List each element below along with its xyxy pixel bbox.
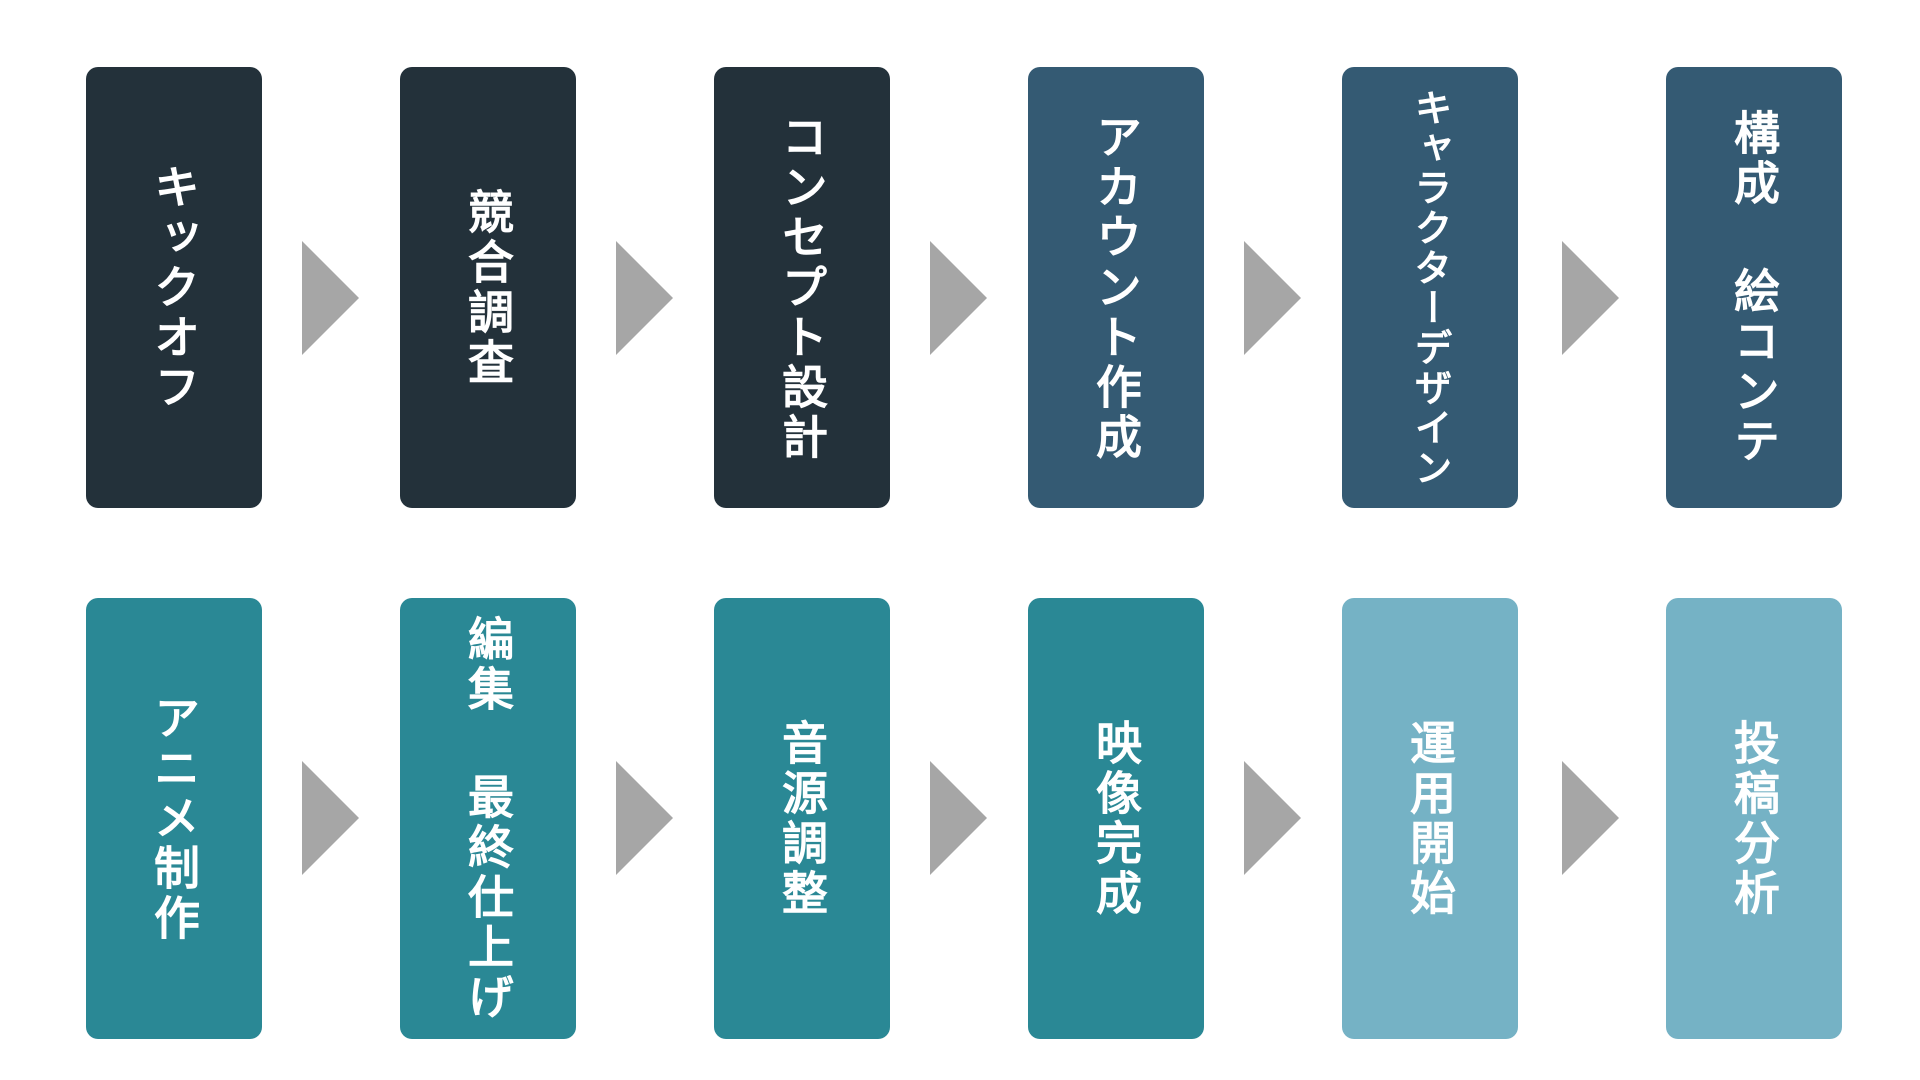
step-editing-finishing: 編集 最終仕上げ bbox=[400, 598, 576, 1039]
step-label: キックオフ bbox=[147, 162, 201, 413]
step-kickoff: キックオフ bbox=[86, 67, 262, 508]
step-label: キャラクターデザイン bbox=[1408, 87, 1452, 488]
step-account-creation: アカウント作成 bbox=[1028, 67, 1204, 508]
arrow-right-icon bbox=[302, 761, 359, 875]
step-label: 投稿分析 bbox=[1727, 718, 1781, 919]
step-label: 音源調整 bbox=[775, 718, 829, 919]
arrow-right-icon bbox=[1562, 241, 1619, 355]
step-concept-design: コンセプト設計 bbox=[714, 67, 890, 508]
step-video-complete: 映像完成 bbox=[1028, 598, 1204, 1039]
arrow-right-icon bbox=[302, 241, 359, 355]
step-operation-start: 運用開始 bbox=[1342, 598, 1518, 1039]
step-storyboard: 構成 絵コンテ bbox=[1666, 67, 1842, 508]
step-label: 構成 絵コンテ bbox=[1727, 108, 1781, 467]
arrow-right-icon bbox=[930, 761, 987, 875]
arrow-right-icon bbox=[616, 761, 673, 875]
step-label: 競合調査 bbox=[461, 187, 515, 388]
arrow-right-icon bbox=[1244, 241, 1301, 355]
step-label: アニメ制作 bbox=[147, 693, 201, 944]
arrow-right-icon bbox=[1562, 761, 1619, 875]
step-character-design: キャラクターデザイン bbox=[1342, 67, 1518, 508]
step-label: 映像完成 bbox=[1089, 718, 1143, 919]
step-label: コンセプト設計 bbox=[775, 112, 829, 463]
arrow-right-icon bbox=[616, 241, 673, 355]
arrow-right-icon bbox=[1244, 761, 1301, 875]
step-post-analysis: 投稿分析 bbox=[1666, 598, 1842, 1039]
step-label: アカウント作成 bbox=[1089, 112, 1143, 463]
step-sound-adjustment: 音源調整 bbox=[714, 598, 890, 1039]
step-label: 運用開始 bbox=[1403, 718, 1457, 919]
arrow-right-icon bbox=[930, 241, 987, 355]
step-competitor-research: 競合調査 bbox=[400, 67, 576, 508]
step-label: 編集 最終仕上げ bbox=[461, 614, 515, 1023]
step-animation-production: アニメ制作 bbox=[86, 598, 262, 1039]
